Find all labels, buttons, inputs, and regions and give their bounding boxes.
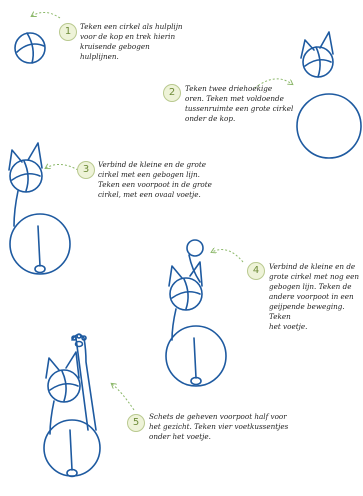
arrow-step-4 <box>212 250 243 262</box>
step-number-badge: 1 <box>59 23 77 41</box>
arrow-step-5 <box>112 384 134 410</box>
step-instruction: Verbind de kleine en de grote cirkel met… <box>269 262 361 332</box>
step-number-badge: 4 <box>247 262 265 280</box>
arrow-step-1 <box>32 12 60 18</box>
step-3-cat-sketch <box>9 143 70 274</box>
step-number-badge: 5 <box>127 414 145 432</box>
step-number-badge: 2 <box>163 84 181 102</box>
step-instruction: Teken twee driehoekige oren. Teken met v… <box>185 84 295 124</box>
step-instruction: Teken een cirkel als hulplijn voor de ko… <box>80 22 200 62</box>
step-2-cat-sketch <box>297 32 361 158</box>
arrow-step-3 <box>46 164 78 170</box>
step-1-head-sketch <box>15 33 45 63</box>
step-number-badge: 3 <box>77 161 95 179</box>
step-4-cat-sketch <box>166 240 226 386</box>
step-5-cat-sketch <box>44 334 100 477</box>
step-instruction: Schets de geheven voorpoot half voor het… <box>149 412 309 442</box>
step-instruction: Verbind de kleine en de grote cirkel met… <box>98 160 223 200</box>
